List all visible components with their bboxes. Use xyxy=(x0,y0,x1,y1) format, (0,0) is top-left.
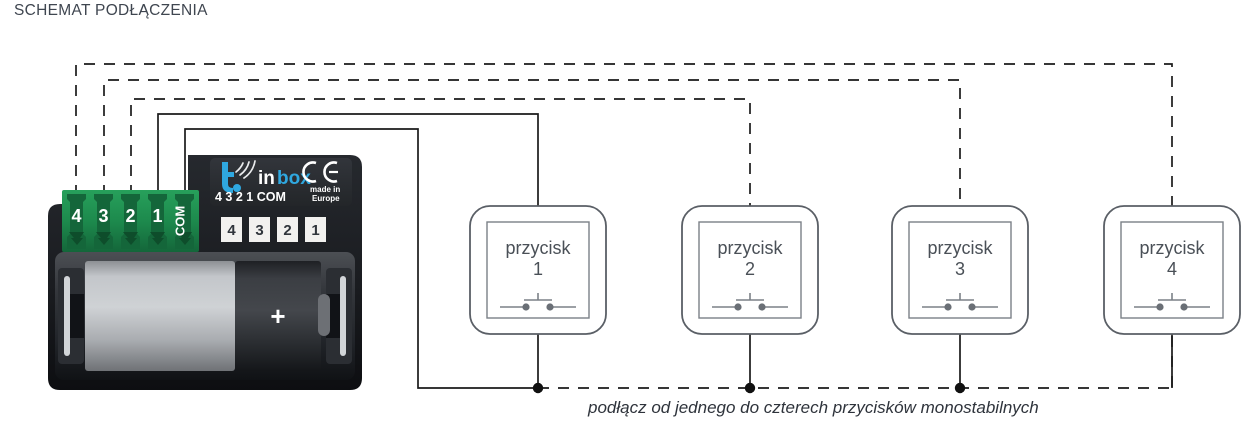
brand-dot-icon xyxy=(233,184,241,192)
ce-made-in-label: made in xyxy=(310,185,340,194)
junction-dot-3 xyxy=(954,382,966,394)
wire-terminal-1-to-przycisk-1 xyxy=(157,113,539,206)
button-inner-frame xyxy=(486,221,590,319)
battery-plus-label: + xyxy=(270,301,285,331)
switch-contact-dot xyxy=(1180,303,1188,311)
wire-terminal-com-to-bus xyxy=(184,128,538,389)
button-number: 1 xyxy=(533,259,543,279)
module-badge-label: 4 xyxy=(227,222,236,239)
przycisk-2[interactable]: przycisk 2 xyxy=(681,205,819,335)
terminal-port-com[interactable]: COM xyxy=(173,194,195,249)
button-inner-frame xyxy=(1120,221,1224,319)
terminal-screw-clamp-icon xyxy=(123,232,138,245)
terminal-port-label: 1 xyxy=(152,206,162,226)
battery-positive-nub xyxy=(318,294,330,336)
terminal-port-2[interactable]: 2 xyxy=(121,194,140,249)
brand-t-glyph xyxy=(222,162,234,193)
switch-contact-dot xyxy=(1156,303,1164,311)
terminal-port-3[interactable]: 3 xyxy=(94,194,113,249)
switch-contact-dot xyxy=(734,303,742,311)
module-badge-bg xyxy=(249,217,270,242)
signal-waves-icon xyxy=(235,160,256,179)
brand-name-prefix: in xyxy=(258,168,275,189)
switch-contact-dot xyxy=(546,303,554,311)
button-label: przycisk xyxy=(717,238,783,258)
momentary-switch-icon xyxy=(712,293,788,308)
przycisk-1[interactable]: przycisk 1 xyxy=(469,205,607,335)
switch-contact-dot xyxy=(968,303,976,311)
momentary-switch-icon xyxy=(1134,293,1210,308)
terminal-block: 4 3 2 1 xyxy=(62,190,199,252)
button-label: przycisk xyxy=(1139,238,1205,258)
button-number: 3 xyxy=(955,259,965,279)
button-number: 4 xyxy=(1167,259,1177,279)
button-inner-frame xyxy=(908,221,1012,319)
brand-logo: in box xyxy=(222,160,311,193)
button-label: przycisk xyxy=(927,238,993,258)
module-badge-label: 2 xyxy=(283,222,291,239)
module-terminal-silk: 4 3 2 1 COM xyxy=(215,190,286,204)
terminal-port-label: COM xyxy=(173,206,188,236)
terminal-screw-clamp-icon xyxy=(150,232,165,245)
inbox-module: in box 4 3 2 1 COM made in Europe 4 3 2 xyxy=(48,155,362,390)
terminal-port-1[interactable]: 1 xyxy=(148,194,167,249)
battery-cell-body xyxy=(85,261,235,371)
ce-europe-label: Europe xyxy=(312,194,340,203)
button-inner-frame xyxy=(698,221,802,319)
terminal-port-4[interactable]: 4 xyxy=(67,194,86,249)
module-badge-bg xyxy=(305,217,326,242)
junction-dot-1 xyxy=(532,382,544,394)
terminal-port-label: 3 xyxy=(98,206,108,226)
junction-dot-2 xyxy=(744,382,756,394)
switch-contact-dot xyxy=(944,303,952,311)
wire-terminal-2-to-przycisk-2 xyxy=(130,98,751,206)
module-badge-bg xyxy=(221,217,242,242)
button-number: 2 xyxy=(745,259,755,279)
terminal-screw-clamp-icon xyxy=(69,232,84,245)
page-title: SCHEMAT PODŁĄCZENIA xyxy=(14,2,208,19)
terminal-port-label: 4 xyxy=(71,206,81,226)
terminal-screw-clamp-icon xyxy=(177,232,192,245)
switch-contact-dot xyxy=(522,303,530,311)
battery-clip-left xyxy=(58,268,84,364)
module-badge-label: 1 xyxy=(311,222,319,239)
module-badge-bg xyxy=(277,217,298,242)
przycisk-4[interactable]: przycisk 4 xyxy=(1103,205,1241,335)
diagram-caption: podłącz od jednego do czterech przyciskó… xyxy=(588,398,1039,417)
momentary-switch-icon xyxy=(500,293,576,308)
button-label: przycisk xyxy=(505,238,571,258)
przycisk-3[interactable]: przycisk 3 xyxy=(891,205,1029,335)
terminal-port-label: 2 xyxy=(125,206,135,226)
ce-mark-icon xyxy=(302,161,338,183)
module-badge-label: 3 xyxy=(255,222,263,239)
wire-terminal-3-to-przycisk-3 xyxy=(103,79,961,206)
junction-dots xyxy=(532,382,966,394)
module-badges: 4 3 2 1 xyxy=(221,217,326,242)
battery-holder: + xyxy=(55,252,355,380)
switch-contact-dot xyxy=(758,303,766,311)
battery-cell-positive-section xyxy=(235,261,321,371)
terminal-screw-clamp-icon xyxy=(96,232,111,245)
momentary-switch-icon xyxy=(922,293,998,308)
